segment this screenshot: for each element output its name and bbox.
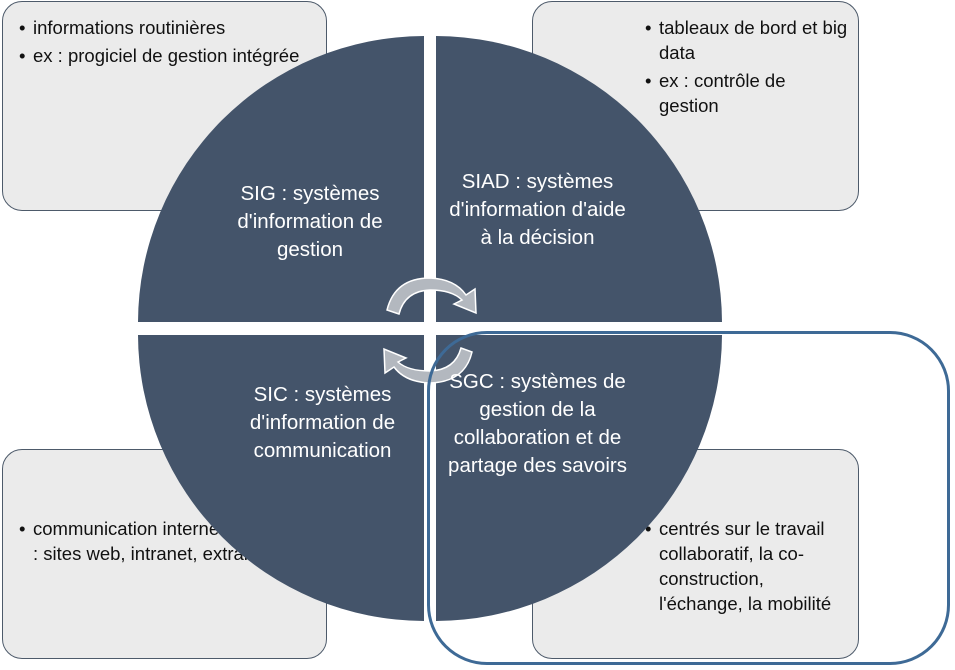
bullet-item: ex : contrôle de gestion [645,68,848,118]
quadrant-title-siad: SIAD : systèmes d'information d'aide à l… [449,170,626,249]
quadrant-top-left [138,36,424,322]
bullet-item: ex : progiciel de gestion intégrée [19,43,316,68]
quadrant-title-sig: SIG : systèmes d'information de gestion [237,182,383,261]
quadrant-bottom-left [138,335,424,621]
bullet-item: centrés sur le travail collaboratif, la … [645,516,848,616]
quadrant-bottom-right [436,335,722,621]
quadrant-top-right [436,36,722,322]
quadrant-title-sgc: SGC : systèmes de gestion de la collabor… [448,370,627,477]
highlight-frame [427,331,950,665]
quadrant-title-sic: SIC : systèmes d'information de communic… [249,383,396,462]
bullet-item: informations routinières [19,15,316,40]
bullet-item: tableaux de bord et big data [645,15,848,65]
